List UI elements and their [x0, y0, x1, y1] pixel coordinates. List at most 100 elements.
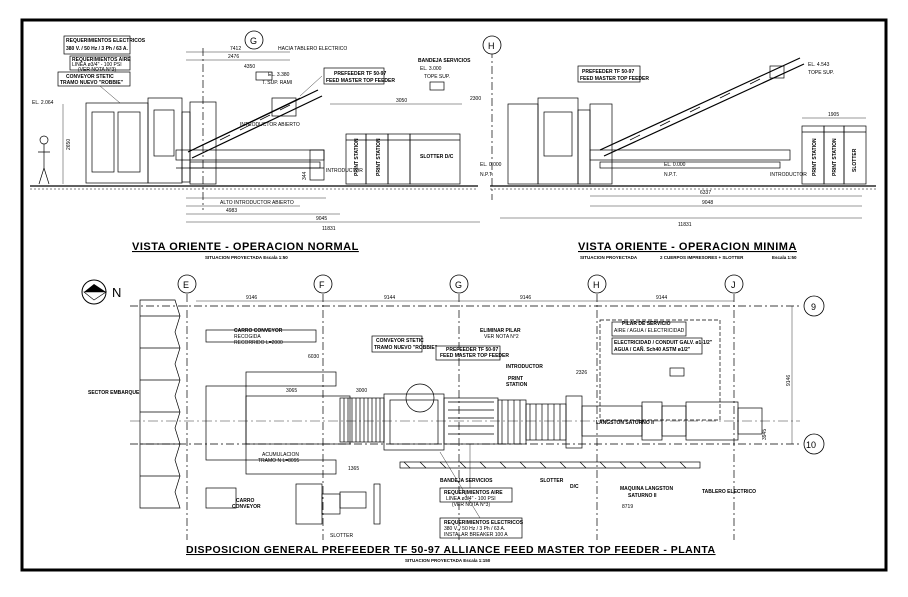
- lbl-ver-nota: (VER NOTA N°3): [78, 67, 116, 73]
- lbl-plan-aire-agua: AIRE / AGUA / ELECTRICIDAD: [614, 328, 685, 334]
- lbl-plan-agua: AGUA / CAÑ. Sch40 ASTM ø1/2": [614, 346, 691, 353]
- subtitle-view-min-1: SITUACION PROYECTADA: [580, 255, 638, 260]
- lbl-plan-maquina: MAQUINA LANGSTON: [620, 486, 673, 492]
- dim-plan-g: 3945: [762, 429, 768, 440]
- elevation-minima: [490, 57, 876, 219]
- lbl-plan-conveyor2: CONVEYOR: [232, 504, 261, 510]
- lbl-plan-electricidad: ELECTRICIDAD / CONDUIT GALV. ø1-1/2": [614, 340, 713, 346]
- lbl-min-introductor: INTRODUCTOR: [770, 172, 807, 178]
- dim-11831: 11831: [322, 226, 336, 232]
- lbl-plan-carro: CARRO: [236, 498, 254, 504]
- dim-min-6337: 6337: [700, 190, 711, 196]
- dim-min-11831: 11831: [678, 222, 692, 228]
- lbl-plan-prefeeder: PREFEEDER TF 50-97: [446, 347, 498, 353]
- lbl-conveyor: CONVEYOR STETIC: [66, 74, 114, 80]
- lbl-plan-ver-nota3: (VER NOTA N°3): [452, 502, 490, 508]
- title-view-min: VISTA ORIENTE - OPERACION MINIMA: [578, 241, 797, 253]
- dim-3050: 3050: [396, 98, 407, 104]
- subtitle-view-min-3: Escala 1:50: [772, 255, 797, 260]
- plan-view: [130, 294, 800, 540]
- lbl-min-print1: PRINT STATION: [812, 138, 818, 176]
- dim-plan-e: 3065: [286, 388, 297, 394]
- dim-9045: 9045: [316, 216, 327, 222]
- grid-label-j: J: [731, 280, 736, 290]
- lbl-plan-pilar: PILAR DE SERVICIO: [622, 321, 671, 327]
- lbl-tope-sup: TOPE SUP.: [424, 74, 450, 80]
- lbl-plan-req-val: 380 V. / 50 Hz / 3 Ph / 63 A.: [444, 526, 505, 532]
- lbl-min-tope-sup: TOPE SUP.: [808, 70, 834, 76]
- subtitle-plan: SITUACION PROYECTADA Escala 1:150: [405, 558, 491, 563]
- dim-4350: 4350: [244, 64, 255, 70]
- lbl-prefeeder: PREFEEDER TF 50-97: [334, 71, 386, 77]
- subtitle-view-min-2: 2 CUERPOS IMPRESORES + SLOTTER: [660, 255, 744, 260]
- grid-label-e: E: [183, 280, 189, 290]
- dim-4983: 4983: [226, 208, 237, 214]
- lbl-introductor-side: INTRODUCTOR: [326, 168, 363, 174]
- dim-plan-fg: 9144: [384, 295, 395, 301]
- lbl-min-slotter: SLOTTER: [852, 148, 858, 172]
- dim-plan-c: 2326: [576, 370, 587, 376]
- lbl-plan-instalar: INSTALAR BREAKER 100 A: [444, 532, 508, 538]
- lbl-el-0000: EL. 0.000: [480, 162, 502, 168]
- lbl-el-top: EL. 2.064: [32, 100, 54, 106]
- lbl-req-elec-val: 380 V. / 50 Hz / 3 Ph / 63 A.: [66, 46, 128, 52]
- lbl-plan-conveyor: CONVEYOR STETIC: [376, 338, 424, 344]
- lbl-plan-saturno: SATURNO II: [628, 493, 657, 499]
- lbl-linea-aire: LINEA ø3/4" - 100 PSI: [72, 62, 122, 68]
- grid-bubbles: [177, 30, 825, 455]
- lbl-plan-dc: D/C: [570, 484, 579, 490]
- lbl-plan-req-aire: REQUERIMIENTOS AIRE: [444, 490, 503, 496]
- lbl-bandeja: BANDEJA SERVICIOS: [418, 58, 471, 64]
- elevation-normal: [30, 35, 493, 223]
- grid-label-g-top: G: [250, 36, 257, 46]
- lbl-plan-slotter: SLOTTER: [540, 478, 564, 484]
- title-view-normal: VISTA ORIENTE - OPERACION NORMAL: [132, 241, 359, 253]
- lbl-alto: ALTO INTRODUCTOR ABIERTO: [220, 200, 294, 206]
- grid-label-10: 10: [806, 440, 816, 450]
- dim-min-9048: 9048: [702, 200, 713, 206]
- dim-2650: 2650: [66, 139, 72, 150]
- lbl-min-npt: N.P.T.: [664, 172, 677, 178]
- lbl-plan-tramo: TRAMO NUEVO "ROBBIE": [374, 345, 438, 351]
- grid-label-9: 9: [811, 302, 816, 312]
- lbl-plan-tablero: TABLERO ELECTRICO: [702, 489, 756, 495]
- title-plan: DISPOSICION GENERAL PREFEEDER TF 50-97 A…: [186, 544, 716, 556]
- dim-344: 344: [302, 171, 308, 180]
- lbl-plan-station: STATION: [506, 382, 528, 388]
- lbl-plan-pieza: RECORRIDO L=2000: [234, 340, 283, 346]
- lbl-plan-recogida: RECOGIDA: [234, 334, 261, 340]
- lbl-el-3000: EL. 3.000: [420, 66, 442, 72]
- lbl-plan-carro-conveyor: CARRO CONVEYOR: [234, 328, 283, 334]
- lbl-req-elec: REQUERIMIENTOS ELECTRICOS: [66, 38, 146, 44]
- lbl-plan-slotter2: SLOTTER: [330, 533, 353, 539]
- dim-plan-a: 6030: [308, 354, 319, 360]
- north-label: N: [112, 285, 121, 300]
- lbl-el-3380: EL. 3.380: [268, 72, 290, 78]
- north-arrow-icon: [81, 279, 107, 305]
- dim-plan-gh: 9146: [520, 295, 531, 301]
- lbl-min-print2: PRINT STATION: [832, 138, 838, 176]
- lbl-min-prefeeder: PREFEEDER TF 50-97: [582, 69, 634, 75]
- lbl-introductor: INTRODUCTOR ABIERTO: [240, 122, 300, 128]
- lbl-plan-acumulacion: ACUMULACION: [262, 452, 299, 458]
- lbl-plan-langston: LANGSTON SATURNO II: [596, 420, 654, 426]
- dim-plan-hj: 9144: [656, 295, 667, 301]
- subtitle-view-normal: SITUACION PROYECTADA Escala 1:50: [205, 255, 288, 260]
- dim-plan-side: 9146: [786, 375, 792, 386]
- lbl-plan-linea: LINEA ø3/4" - 100 PSI: [446, 496, 496, 502]
- lbl-min-el-4543: EL. 4.543: [808, 62, 830, 68]
- dim-7412: 7412: [230, 46, 241, 52]
- lbl-slotter: SLOTTER D/C: [420, 154, 454, 160]
- lbl-print2: PRINT STATION: [376, 138, 382, 176]
- lbl-plan-introductor: INTRODUCTOR: [506, 364, 543, 370]
- dim-2476: 2476: [228, 54, 239, 60]
- lbl-tablero: HACIA TABLERO ELECTRICO: [278, 46, 347, 52]
- lbl-plan-feed-master: FEED MASTER TOP FEEDER: [440, 353, 509, 359]
- lbl-npt: N.P.T.: [480, 172, 493, 178]
- lbl-plan-ver-nota: VER NOTA N°2: [484, 334, 519, 340]
- lbl-plan-tramo-l: TRAMO N L=8095: [258, 458, 299, 464]
- grid-label-g: G: [455, 280, 462, 290]
- lbl-min-el-0000: EL. 0.000: [664, 162, 686, 168]
